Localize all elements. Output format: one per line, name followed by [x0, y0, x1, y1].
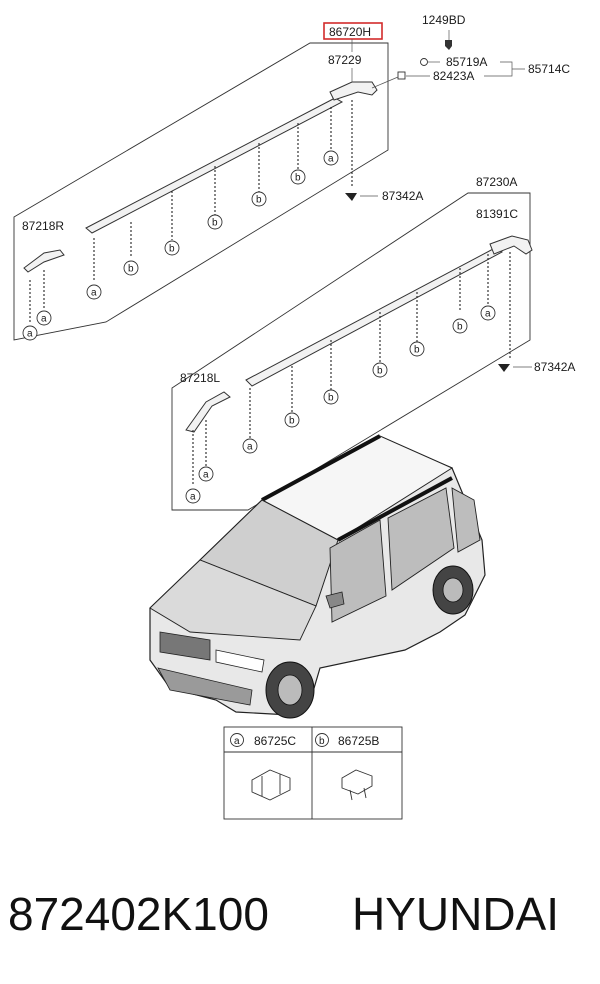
clip-marker-letter: a [91, 288, 97, 299]
clip-marker-circle [409, 341, 425, 357]
label-85714C: 85714C [528, 62, 570, 76]
nut-icon [397, 71, 406, 80]
clip-marker-circle [242, 438, 258, 454]
top-hardware [323, 22, 525, 89]
clip-marker-letter: b [256, 195, 262, 206]
label-82423A: 82423A [433, 69, 474, 83]
front-end-cap-left [185, 391, 231, 433]
right-rail-molding [85, 97, 344, 234]
label-85719A: 85719A [446, 55, 487, 69]
clip-marker-letter: a [41, 314, 47, 325]
label-87342A-right: 87342A [534, 360, 575, 374]
car-grille [159, 631, 211, 661]
footer-part-number: 872402K100 [8, 888, 269, 940]
rear-end-cap-left [489, 235, 533, 255]
clip-marker-letter: a [247, 442, 253, 453]
clip-legend [223, 726, 403, 820]
front-bumper [157, 667, 253, 706]
clip-b-drawing [341, 769, 373, 801]
legend-b-part: 86725B [338, 734, 379, 748]
bolt-icon [445, 40, 452, 50]
clip-marker-letter: b [457, 322, 463, 333]
clip-marker-letter: b [128, 264, 134, 275]
legend-b-circle [315, 733, 329, 747]
clip-marker-circle [22, 325, 38, 341]
clip-marker-letter: a [203, 470, 209, 481]
legend-a-circle [230, 733, 244, 747]
label-87218R: 87218R [22, 219, 64, 233]
legend-a-part: 86725C [254, 734, 296, 748]
label-87218L: 87218L [180, 371, 220, 385]
clip-marker-letter: b [289, 416, 295, 427]
group-bracket [484, 61, 525, 77]
clip-marker-letter: b [212, 218, 218, 229]
clip-marker-circle [36, 310, 52, 326]
right-clip-guides [29, 100, 353, 322]
rear-end-cap-right [329, 81, 378, 101]
legend-box [223, 726, 403, 820]
clip-marker-circle [198, 466, 214, 482]
clip-marker-circle [86, 284, 102, 300]
clip-marker-letter: b [295, 173, 301, 184]
clip-marker-circle [185, 488, 201, 504]
clip-marker-circle [323, 150, 339, 166]
clip-a-drawing [251, 769, 291, 801]
clip-marker-circle [323, 389, 339, 405]
washer-icon [420, 58, 428, 66]
side-mirror [325, 591, 345, 609]
clip-marker-circle [452, 318, 468, 334]
highlight-box [323, 22, 383, 40]
clip-marker-circle [284, 412, 300, 428]
front-end-cap-right [23, 249, 65, 273]
screw-icon [345, 193, 357, 201]
label-1249BD: 1249BD [422, 13, 466, 27]
clip-marker-letter: b [328, 393, 334, 404]
footer-brand: HYUNDAI [352, 888, 559, 940]
label-highlighted-part: 86720H [329, 25, 371, 39]
clip-marker-circle [207, 214, 223, 230]
vehicle-illustration [149, 434, 486, 719]
label-87342A-top: 87342A [382, 189, 423, 203]
clip-marker-circle [290, 169, 306, 185]
legend-b-key: b [319, 736, 325, 747]
clip-marker-letter: a [328, 154, 334, 165]
left-rail-frame [171, 192, 531, 511]
right-rail-frame [13, 42, 389, 341]
headlight [215, 649, 265, 673]
roof-rack-right [337, 476, 453, 542]
clip-marker-letter: a [27, 329, 33, 340]
clip-marker-letter: b [169, 244, 175, 255]
label-87229: 87229 [328, 53, 362, 67]
left-clip-guides [192, 252, 511, 484]
rear-side-window [387, 487, 455, 591]
roof-rack-left [261, 434, 381, 502]
quarter-window [451, 487, 481, 553]
clip-marker-letter: a [485, 309, 491, 320]
clip-marker-circle [480, 305, 496, 321]
legend-a-key: a [234, 736, 240, 747]
car-hood [149, 559, 317, 641]
left-rail-molding [245, 247, 504, 387]
clip-marker-circle [372, 362, 388, 378]
label-87230A: 87230A [476, 175, 517, 189]
clip-marker-circle [164, 240, 180, 256]
clip-marker-circle [123, 260, 139, 276]
screw-icon-2 [498, 364, 510, 372]
clip-marker-letter: b [377, 366, 383, 377]
clip-marker-letter: b [414, 345, 420, 356]
label-81391C: 81391C [476, 207, 518, 221]
clip-marker-circle [251, 191, 267, 207]
clip-marker-letter: a [190, 492, 196, 503]
